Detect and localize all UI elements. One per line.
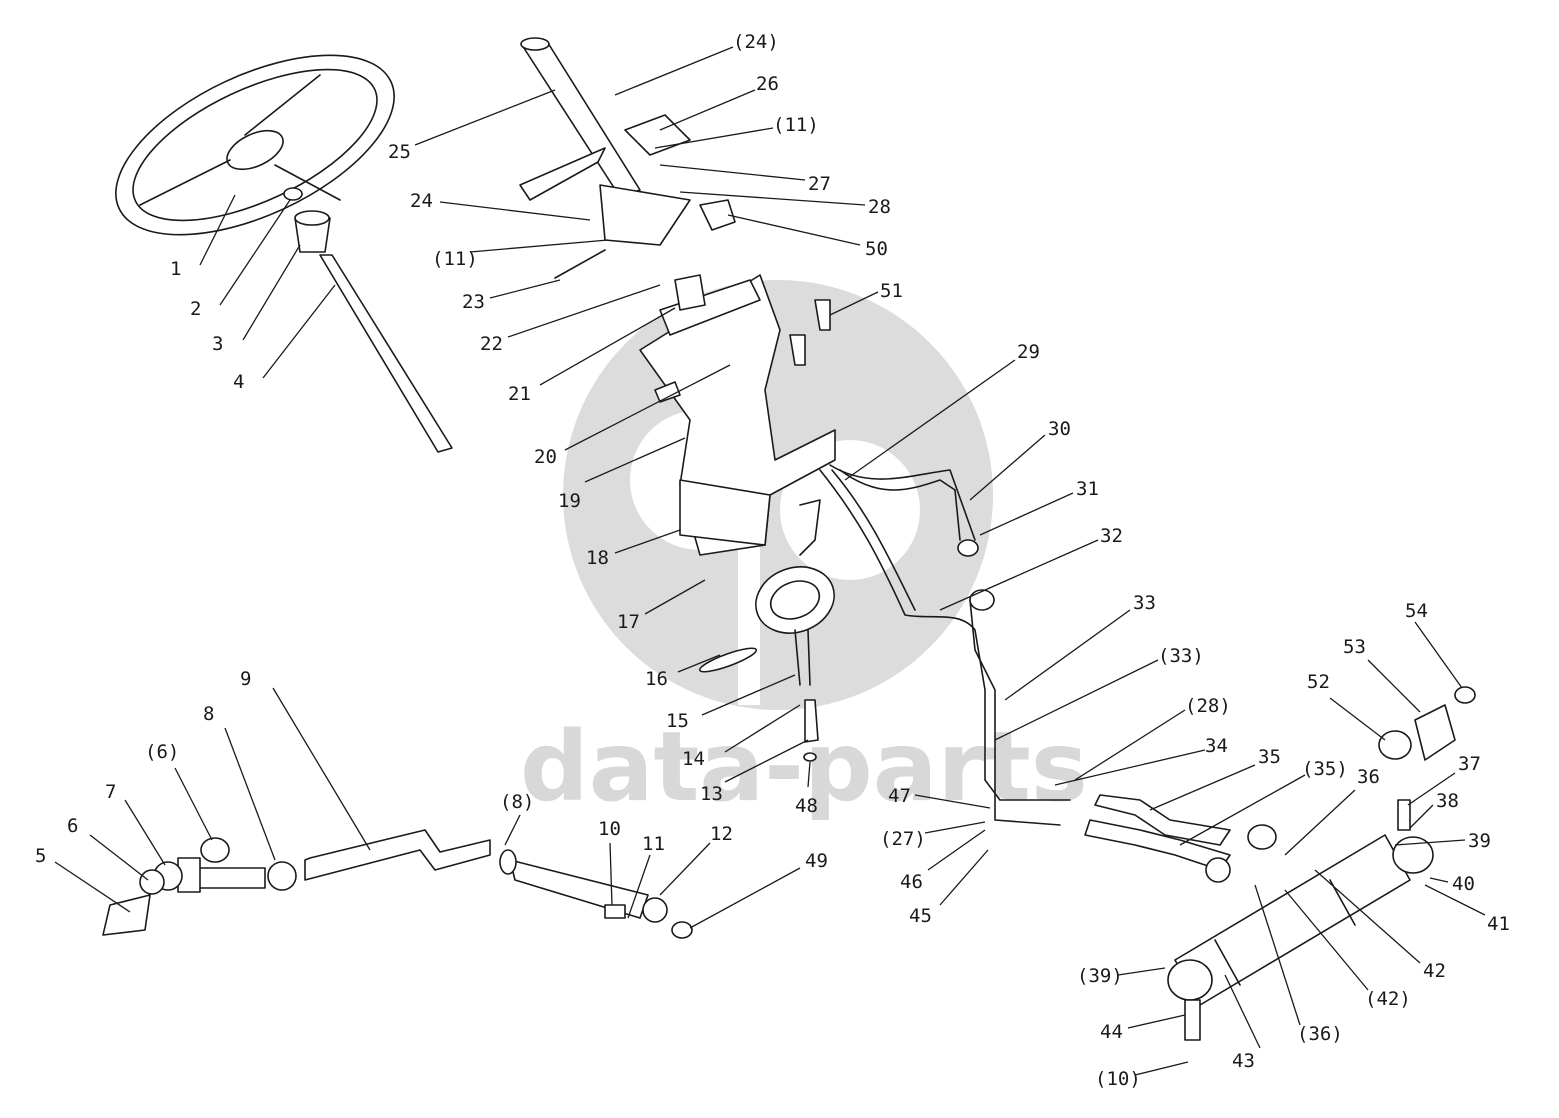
callout-19: 19: [558, 490, 581, 512]
callout-43: 43: [1232, 1050, 1255, 1072]
callout-40: 40: [1452, 873, 1475, 895]
callout-51: 51: [880, 280, 903, 302]
callout-6-ref: (6): [145, 741, 179, 763]
return-pipe: [499, 849, 693, 939]
callout-29: 29: [1017, 341, 1040, 363]
steering-cylinder: [1167, 799, 1434, 1041]
callout-34: 34: [1205, 735, 1228, 757]
callout-31: 31: [1076, 478, 1099, 500]
callout-24-ref: (24): [733, 31, 779, 53]
callout-36-ref: (36): [1297, 1023, 1343, 1045]
callout-23: 23: [462, 291, 485, 313]
callout-14: 14: [682, 748, 705, 770]
callout-9: 9: [240, 668, 251, 690]
callout-53: 53: [1343, 636, 1366, 658]
callout-8: 8: [203, 703, 214, 725]
callout-18: 18: [586, 547, 609, 569]
callout-37: 37: [1458, 753, 1481, 775]
long-pipe: [102, 829, 491, 936]
callout-8-ref: (8): [500, 791, 534, 813]
callout-33: 33: [1133, 592, 1156, 614]
callout-42-ref: (42): [1365, 988, 1411, 1010]
callout-12: 12: [710, 823, 733, 845]
callout-45: 45: [909, 905, 932, 927]
callout-46: 46: [900, 871, 923, 893]
callout-44: 44: [1100, 1021, 1123, 1043]
callout-52: 52: [1307, 671, 1330, 693]
callout-24: 24: [410, 190, 433, 212]
callout-5: 5: [35, 845, 46, 867]
nut: [283, 187, 303, 201]
callout-11-ref-mid: (11): [432, 248, 478, 270]
callout-11-ref-top: (11): [773, 114, 819, 136]
callout-50: 50: [865, 238, 888, 260]
callout-21: 21: [508, 383, 531, 405]
callout-20: 20: [534, 446, 557, 468]
callout-42: 42: [1423, 960, 1446, 982]
callout-49: 49: [805, 850, 828, 872]
callout-7: 7: [105, 781, 116, 803]
callout-17: 17: [617, 611, 640, 633]
callout-13: 13: [700, 783, 723, 805]
callout-1: 1: [170, 258, 181, 280]
callout-15: 15: [666, 710, 689, 732]
callout-36: 36: [1357, 766, 1380, 788]
callout-32: 32: [1100, 525, 1123, 547]
steering-shaft: [319, 254, 453, 453]
callout-38: 38: [1436, 790, 1459, 812]
callout-33-ref: (33): [1158, 645, 1204, 667]
callout-25: 25: [388, 141, 411, 163]
seal-ring: [698, 647, 758, 673]
callout-10: 10: [598, 818, 621, 840]
rubber-boot: [1378, 686, 1476, 761]
hose-coil: [755, 566, 835, 686]
callout-39: 39: [1468, 830, 1491, 852]
callout-27: 27: [808, 173, 831, 195]
callout-28: 28: [868, 196, 891, 218]
callout-4: 4: [233, 371, 244, 393]
callout-28-ref: (28): [1185, 695, 1231, 717]
callout-16: 16: [645, 668, 668, 690]
watermark-text: data-parts: [520, 711, 1088, 823]
callouts: 1 2 3 4 5 6 (6) 7 8 (8) 9 10 11 12 13 14…: [35, 31, 1510, 1090]
steering-bracket: [639, 274, 836, 556]
hydraulic-hoses: [1084, 794, 1277, 883]
callout-3: 3: [212, 333, 223, 355]
callout-35-ref: (35): [1302, 758, 1348, 780]
callout-30: 30: [1048, 418, 1071, 440]
callout-6: 6: [67, 815, 78, 837]
bolt: [789, 299, 831, 366]
callout-39-ref: (39): [1077, 965, 1123, 987]
watermark-logo: [563, 280, 993, 710]
callout-35: 35: [1258, 746, 1281, 768]
parts-illustration: [102, 37, 1476, 1041]
callout-22: 22: [480, 333, 503, 355]
steering-column: [519, 37, 736, 279]
hydraulic-pipes: [799, 464, 1071, 826]
callout-26: 26: [756, 73, 779, 95]
callout-2: 2: [190, 298, 201, 320]
callout-10-ref: (10): [1095, 1068, 1141, 1090]
callout-48: 48: [795, 795, 818, 817]
steering-wheel: [115, 54, 395, 236]
callout-47: 47: [888, 785, 911, 807]
callout-41: 41: [1487, 913, 1510, 935]
callout-27-ref: (27): [880, 828, 926, 850]
callout-54: 54: [1405, 600, 1428, 622]
callout-11: 11: [642, 833, 665, 855]
fitting: [803, 699, 819, 762]
bushing: [294, 210, 331, 253]
